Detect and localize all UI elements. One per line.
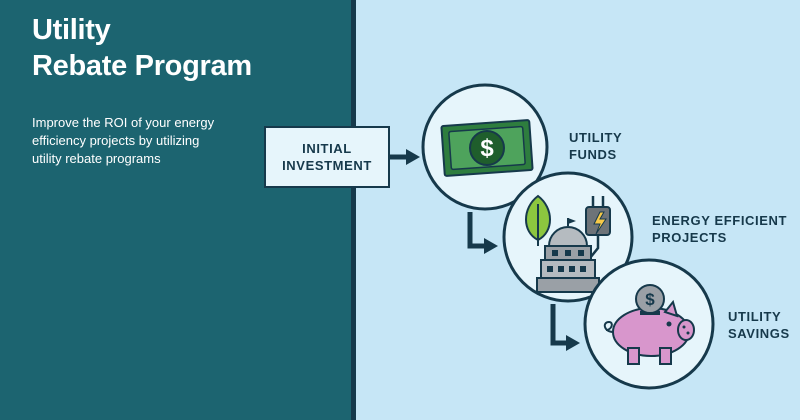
plug-icon: [585, 196, 611, 259]
svg-text:$: $: [645, 290, 655, 309]
step-label-funds: UTILITY FUNDS: [569, 130, 623, 162]
leaf-icon: [525, 194, 551, 246]
initial-investment-box: INITIAL INVESTMENT: [264, 126, 390, 188]
initial-investment-label: INITIAL INVESTMENT: [282, 141, 372, 173]
dollar-bill-icon: $: [440, 119, 534, 177]
page-subtitle: Improve the ROI of your energy efficienc…: [32, 115, 215, 166]
step-label-projects: ENERGY EFFICIENT PROJECTS: [652, 213, 788, 245]
arrow-funds-to-projects: [467, 212, 498, 254]
arrow-projects-to-savings: [550, 304, 580, 351]
arrow-invest-to-funds: [390, 149, 420, 165]
step-circle-savings: $: [583, 258, 715, 390]
step-circle-funds: $: [421, 83, 549, 211]
left-panel: Utility Rebate Program Improve the ROI o…: [0, 0, 351, 420]
panel-divider: [351, 0, 356, 420]
step-circle-projects: [502, 171, 634, 303]
building-icon: [536, 218, 600, 293]
step-label-savings: UTILITY SAVINGS: [728, 309, 790, 341]
piggy-bank-icon: $: [603, 284, 695, 365]
svg-text:$: $: [480, 135, 494, 162]
page-title: Utility Rebate Program: [32, 12, 252, 84]
title-line-1: Utility: [32, 14, 111, 46]
title-line-2: Rebate Program: [32, 50, 252, 82]
